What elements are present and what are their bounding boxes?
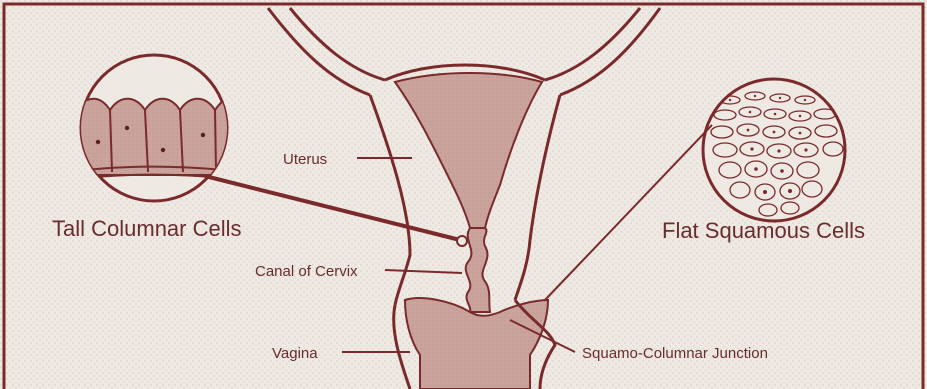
squamo-columnar-junction-label: Squamo-Columnar Junction xyxy=(582,345,768,362)
canal-of-cervix-label: Canal of Cervix xyxy=(255,263,358,280)
tall-columnar-cells-label: Tall Columnar Cells xyxy=(52,216,242,241)
vagina-label: Vagina xyxy=(272,345,318,362)
columnar-sample-point xyxy=(457,236,467,246)
uterus-label: Uterus xyxy=(283,151,327,168)
squamous-cells-magnifier xyxy=(703,79,845,221)
flat-squamous-cells-label: Flat Squamous Cells xyxy=(662,218,865,243)
